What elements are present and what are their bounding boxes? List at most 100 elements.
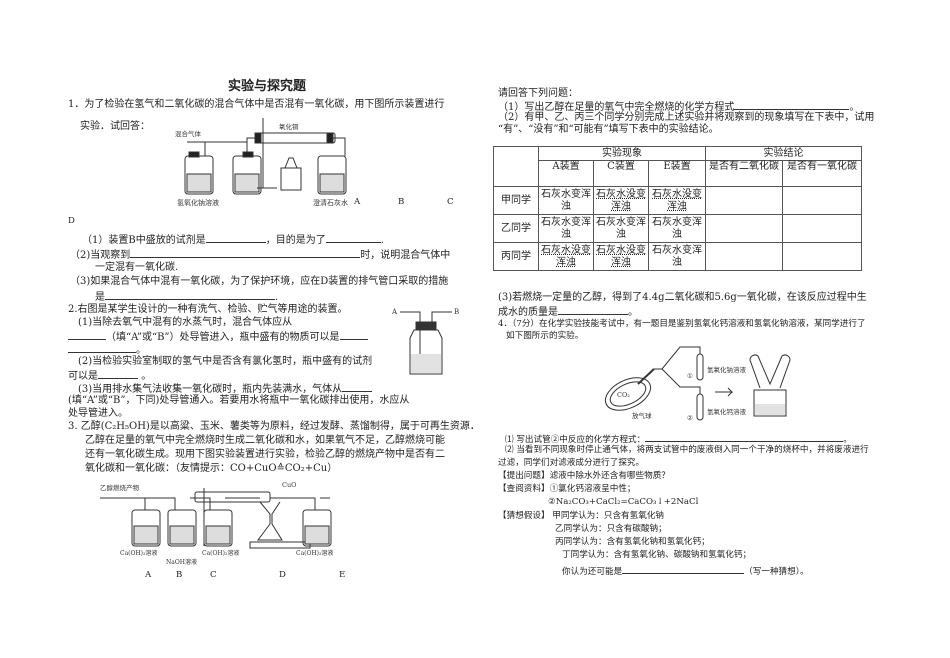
q3-label-d: D — [279, 570, 286, 580]
table-cell: 石灰水变浑浊 — [648, 242, 706, 271]
q1-cuo-label: 氧化铜 — [279, 122, 299, 131]
q2-stem: 2.右图是某学生设计的一种有洗气、检验、贮气等用途的装置。 — [68, 304, 348, 315]
q1-stem: 1．为了检验在氢气和二氧化碳的混合气体中是否混有一氧化碳，用下图所示装置进行 — [68, 99, 445, 110]
table-cell: 石灰水没变浑浊 — [593, 186, 649, 215]
q4-tube1-mark: ① — [687, 372, 693, 380]
q1-answer-blank-4[interactable] — [105, 290, 275, 300]
q3-apparatus-diagram: 乙醇燃烧产物 CuO Ca(OH)₂溶液 NaOH溶液 Ca(OH)₂溶液 Ca… — [100, 481, 333, 566]
answer-cell[interactable] — [782, 242, 862, 271]
q2-part3: (3)当用排水集气法收集一氧化碳时，瓶内先装满水，气体从 — [78, 382, 373, 396]
q2-answer-blank-2b[interactable] — [68, 343, 136, 353]
q1-limewater-label: 澄清石灰水 — [313, 198, 348, 207]
col-header-c: C装置 — [593, 160, 649, 187]
q3-label-b: B — [176, 570, 183, 580]
q2-answer-blank-2[interactable] — [339, 330, 368, 340]
q4-reference-2: ②Na₂CO₃+CaCl₂=CaCO₃↓+2NaCl — [548, 497, 699, 507]
q1-stem-cont: 实验．试回答： — [80, 121, 150, 132]
page-title: 实验与探究题 — [228, 79, 307, 94]
q1-part3-cont: 是. — [95, 290, 279, 303]
q2-part2: (2)当检验实验室制取的氢气中是否含有氯化氢时，瓶中盛有的试剂 — [78, 356, 373, 367]
q1-part3: （3)如果混合气体中混有一氧化碳，为了保护环境，应在D装置的排气管口采取的措施 — [70, 276, 449, 287]
q2-gas-bottle-diagram: A B — [392, 308, 459, 375]
q3-stem-2: 乙醇在足量的氧气中完全燃烧时生成二氧化碳和水，如果氧气不足，乙醇燃烧可能 — [85, 435, 445, 446]
q3-label-c: C — [210, 570, 217, 580]
q2-part3-cont: (填“A”或“B”，下同)处导管通入。若要用水将瓶中一氧化碳排出使用，水应从 — [68, 395, 410, 406]
row-name: 丙同学 — [493, 242, 539, 271]
q3-label-e: E — [339, 570, 346, 580]
row-name: 甲同学 — [493, 186, 539, 215]
q4-part2-cont: 过滤，同学们对滤液成分进行了探究。 — [498, 458, 645, 468]
q3-answer-blank-2[interactable] — [558, 305, 628, 315]
q1-inlet-label: 混合气体 — [175, 129, 202, 138]
q4-part2: ⑵ 当看到不同现象时停止通气体，将两支试管中的废液倒入同一个干净的烧杯中，并将废… — [505, 445, 869, 455]
answer-cell[interactable] — [782, 214, 862, 243]
q2-answer-blank-3[interactable] — [98, 369, 138, 379]
q4-part1: ⑴ 写出试管②中反应的化学方程式：。 — [505, 432, 852, 446]
q4-hypothesis-1: 【猜想假设】 甲同学认为：只含有氢氧化钠 — [498, 511, 665, 521]
q3-ask: 请回答下列问题： — [498, 88, 578, 99]
q3-b-solution-label: NaOH溶液 — [166, 558, 197, 566]
q3-results-table: 实验现象 实验结论 A装置 C装置 E装置 是否有二氧化碳 是否有一氧化碳 甲同… — [493, 146, 862, 271]
q4-stem-1: 4．（7分）在化学实验技能考试中，有一题目是鉴别氢氧化钙溶液和氢氧化钠溶液，某同… — [498, 319, 866, 329]
q1-label-a: A — [354, 197, 361, 207]
q4-balloon-label: 放气球 — [632, 411, 652, 420]
col-header-e: E装置 — [648, 160, 706, 187]
q2-label-b: B — [454, 308, 459, 316]
answer-cell[interactable] — [782, 186, 862, 215]
q4-tube2-solution: 氢氧化钙溶液 — [707, 407, 747, 416]
q4-apparatus-diagram: CO₂ 放气球 ① 氢氧化钠溶液 ② 氢氧化钙溶液 — [604, 346, 791, 422]
q1-naoh-label: 氢氧化钠溶液 — [177, 198, 219, 207]
q4-question: 【提出问题】滤液中除水外还含有哪些物质？ — [498, 471, 670, 481]
q2-part1: (1)当除去氧气中混有的水蒸气时，混合气体应从 — [78, 317, 293, 328]
q3-label-a: A — [145, 570, 152, 580]
answer-cell[interactable] — [705, 186, 783, 215]
table-row: 丙同学 石灰水没变浑浊 石灰水没变浑浊 石灰水变浑浊 — [493, 242, 862, 271]
q3-stem-4: 氧化碳和一氧化碳：（友情提示：CO+CuO≙CO₂+Cu） — [85, 463, 338, 474]
q4-answer-blank-1[interactable] — [645, 432, 844, 442]
q3-part2: （2）有甲、乙、丙三个同学分别完成上述实验并将观察到的现象填写在下表中，试用 — [498, 112, 875, 123]
answer-cell[interactable] — [705, 242, 783, 271]
table-cell: 石灰水没变浑浊 — [593, 242, 649, 271]
q2-answer-blank-4[interactable] — [342, 382, 373, 392]
col-header-co2: 是否有二氧化碳 — [705, 160, 783, 187]
q4-hypothesis-5: 你认为还可能是（写一种猜想）。 — [562, 564, 809, 578]
q2-part3-end: 处导管进入。 — [68, 408, 128, 419]
q3-answer-blank-1[interactable] — [734, 100, 850, 110]
table-row: 甲同学 石灰水变浑浊 石灰水没变浑浊 石灰水没变浑浊 — [493, 186, 862, 215]
q4-reference-1: 【查阅资料】①氯化钙溶液呈中性； — [498, 484, 636, 494]
table-cell: 石灰水变浑浊 — [648, 214, 706, 243]
table-cell: 石灰水变浑浊 — [538, 186, 594, 215]
q1-answer-blank-1[interactable] — [205, 233, 266, 243]
q1-answer-blank-2[interactable] — [325, 233, 381, 243]
q2-label-a: A — [392, 308, 398, 316]
table-cell: 石灰水变浑浊 — [538, 214, 594, 243]
q2-part2-cont: 可以是 。 — [68, 369, 152, 382]
q2-part1-cont: （填“A”或“B”）处导管进入，瓶中盛有的物质可以是 — [68, 330, 368, 344]
table-corner — [493, 146, 539, 187]
table-row: 乙同学 石灰水变浑浊 石灰水变浑浊 石灰水变浑浊 — [493, 214, 862, 243]
table-cell: 石灰水没变浑浊 — [648, 186, 706, 215]
q4-hypothesis-3: 丙同学认为：含有氢氧化钠和氢氧化钙； — [555, 537, 710, 547]
answer-cell[interactable] — [705, 214, 783, 243]
q2-answer-blank-1[interactable] — [68, 330, 106, 340]
q4-stem-2: 如下图所示的实验。 — [506, 331, 584, 341]
q3-part1: （1）写出乙醇在足量的氧气中完全燃烧的化学方程式。 — [498, 100, 860, 113]
q4-tube2-mark: ② — [687, 414, 693, 422]
q3-cuo-label: CuO — [282, 481, 297, 489]
row-name: 乙同学 — [493, 214, 539, 243]
q4-answer-blank-2[interactable] — [622, 564, 745, 574]
q3-part2-cont: “有”、“没有”和“可能有”填写下表中的实验结论。 — [498, 124, 719, 135]
q3-inlet-label: 乙醇燃烧产物 — [100, 483, 140, 492]
q3-a-solution-label: Ca(OH)₂溶液 — [120, 549, 157, 557]
q3-stem-1: 3. 乙醇(C₂H₅OH)是以高粱、玉米、薯类等为原料，经过发酵、蒸馏制得，属于… — [68, 421, 480, 432]
header-phenomena: 实验现象 — [538, 146, 706, 161]
q1-part2: （2)当观察到时，说明混合气体中 — [70, 248, 451, 261]
header-conclusion: 实验结论 — [705, 146, 862, 161]
q1-label-b: B — [398, 197, 405, 207]
q3-part3-cont: 成水的质量是。 — [498, 305, 638, 318]
q3-e-solution-label: Ca(OH)₂溶液 — [296, 549, 333, 557]
q1-part1: （1）装置B中盛放的试剂是，目的是为了. — [82, 233, 384, 246]
table-cell: 石灰水变浑浊 — [593, 214, 649, 243]
q1-answer-blank-3[interactable] — [130, 248, 361, 258]
col-header-a: A装置 — [538, 160, 594, 187]
